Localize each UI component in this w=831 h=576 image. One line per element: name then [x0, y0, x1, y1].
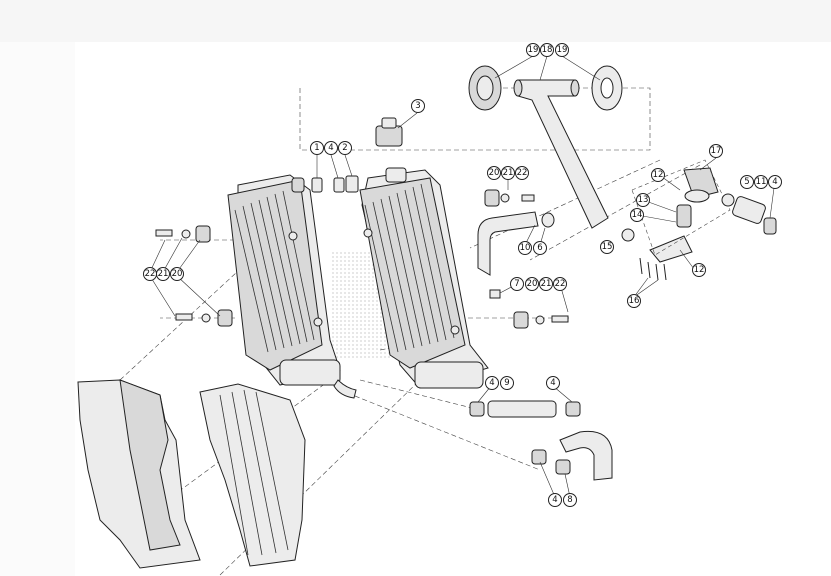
callout-20a: 20 — [487, 166, 501, 180]
callout-7: 7 — [510, 277, 524, 291]
callout-4c: 4 — [485, 376, 499, 390]
svg-text:13: 13 — [638, 195, 649, 205]
radiator-left — [227, 174, 357, 399]
svg-text:12: 12 — [653, 170, 664, 180]
svg-text:4: 4 — [772, 177, 777, 187]
radiator-cap — [375, 117, 407, 183]
callout-8: 8 — [563, 493, 577, 507]
svg-text:21: 21 — [541, 279, 552, 289]
callout-group: 19 18 19 3 1 4 2 20 21 22 17 12 5 11 4 1… — [143, 43, 782, 507]
callout-12a: 12 — [651, 168, 665, 182]
svg-text:22: 22 — [555, 279, 566, 289]
hose-9 — [469, 400, 581, 418]
svg-text:20: 20 — [172, 269, 183, 279]
upper-pipe-assembly — [468, 65, 623, 229]
shroud-right — [199, 383, 306, 567]
svg-text:15: 15 — [602, 242, 613, 252]
left-band — [0, 42, 75, 576]
radiator-right — [359, 169, 489, 389]
shroud-left — [77, 379, 201, 569]
callout-2: 2 — [338, 141, 352, 155]
callout-19b: 19 — [555, 43, 569, 57]
callout-22a: 22 — [515, 166, 529, 180]
svg-text:20: 20 — [489, 168, 500, 178]
callout-14: 14 — [630, 208, 644, 222]
svg-text:14: 14 — [632, 210, 643, 220]
callout-4d: 4 — [546, 376, 560, 390]
svg-text:11: 11 — [756, 177, 767, 187]
hose-10 — [477, 189, 555, 276]
callout-4e: 4 — [548, 493, 562, 507]
callout-22c: 22 — [553, 277, 567, 291]
callout-9: 9 — [500, 376, 514, 390]
svg-text:12: 12 — [694, 265, 705, 275]
callout-3: 3 — [411, 99, 425, 113]
svg-text:19: 19 — [557, 45, 568, 55]
callout-4a: 4 — [324, 141, 338, 155]
callout-6: 6 — [533, 241, 547, 255]
hose-clamps-top — [291, 175, 359, 193]
fasteners-right — [489, 289, 569, 329]
svg-text:18: 18 — [542, 45, 553, 55]
svg-text:22: 22 — [145, 269, 156, 279]
svg-text:19: 19 — [528, 45, 539, 55]
callout-10: 10 — [518, 241, 532, 255]
svg-text:7: 7 — [514, 279, 519, 289]
svg-text:21: 21 — [158, 269, 169, 279]
svg-text:17: 17 — [711, 146, 722, 156]
top-band — [0, 0, 831, 42]
callout-21c: 21 — [539, 277, 553, 291]
callout-21b: 21 — [156, 267, 170, 281]
callout-17: 17 — [709, 144, 723, 158]
fasteners-left — [155, 225, 233, 327]
callout-4b: 4 — [768, 175, 782, 189]
svg-text:4: 4 — [328, 143, 333, 153]
svg-text:10: 10 — [520, 243, 531, 253]
callout-20c: 20 — [525, 277, 539, 291]
callout-12b: 12 — [692, 263, 706, 277]
callout-15: 15 — [600, 240, 614, 254]
callout-21a: 21 — [501, 166, 515, 180]
callout-19a: 19 — [526, 43, 540, 57]
svg-text:4: 4 — [552, 495, 557, 505]
svg-text:9: 9 — [504, 378, 509, 388]
svg-text:21: 21 — [503, 168, 514, 178]
callout-20b: 20 — [170, 267, 184, 281]
pipe-11 — [721, 193, 777, 235]
svg-text:3: 3 — [415, 101, 420, 111]
thermostat-assembly — [621, 159, 731, 281]
svg-text:8: 8 — [567, 495, 572, 505]
svg-text:20: 20 — [527, 279, 538, 289]
hose-8 — [531, 430, 613, 481]
callout-13: 13 — [636, 193, 650, 207]
svg-text:16: 16 — [629, 296, 640, 306]
callout-11: 11 — [754, 175, 768, 189]
svg-text:22: 22 — [517, 168, 528, 178]
callout-5: 5 — [740, 175, 754, 189]
callout-16: 16 — [627, 294, 641, 308]
svg-text:1: 1 — [314, 143, 319, 153]
svg-text:2: 2 — [342, 143, 347, 153]
callout-1: 1 — [310, 141, 324, 155]
svg-text:4: 4 — [550, 378, 555, 388]
callout-18: 18 — [540, 43, 554, 57]
svg-text:6: 6 — [537, 243, 542, 253]
svg-text:4: 4 — [489, 378, 494, 388]
callout-22b: 22 — [143, 267, 157, 281]
svg-text:5: 5 — [744, 177, 749, 187]
